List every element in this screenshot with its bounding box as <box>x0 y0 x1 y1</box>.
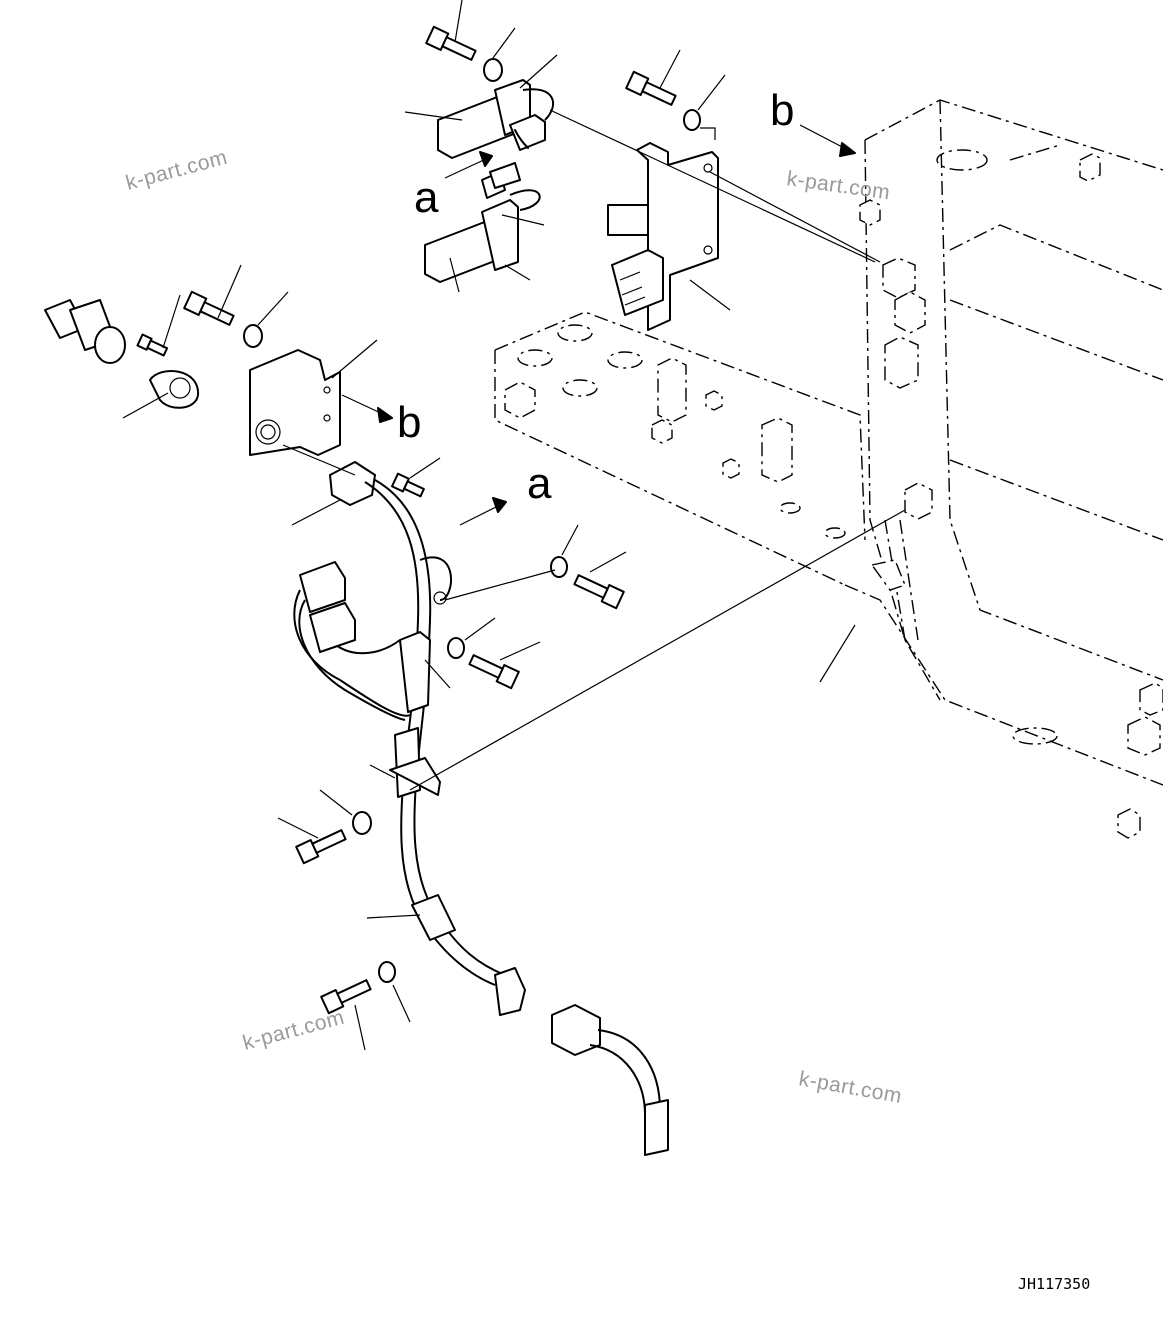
watermark-2: k-part.com <box>785 167 891 204</box>
sensor-plug <box>44 299 200 409</box>
watermark-4: k-part.com <box>797 1067 904 1108</box>
washers <box>243 58 701 983</box>
view-label-a-upper: a <box>414 173 439 222</box>
leader-lines <box>122 0 906 1051</box>
plate-bracket <box>249 349 341 456</box>
view-label-a-lower: a <box>527 459 552 508</box>
wire-harness <box>293 461 526 1016</box>
bolts <box>136 25 677 1015</box>
relay-bracket <box>607 142 719 331</box>
watermark-1: k-part.com <box>123 146 230 195</box>
relay-a-lower <box>424 162 541 283</box>
view-label-b-lower: b <box>397 398 421 447</box>
relay-a-upper <box>437 79 555 159</box>
frame-outline <box>494 99 1163 839</box>
watermark-3: k-part.com <box>240 1006 347 1055</box>
view-label-b-upper: b <box>770 86 794 135</box>
drawing-code: JH117350 <box>1018 1275 1090 1293</box>
connector-lower <box>551 1004 669 1156</box>
